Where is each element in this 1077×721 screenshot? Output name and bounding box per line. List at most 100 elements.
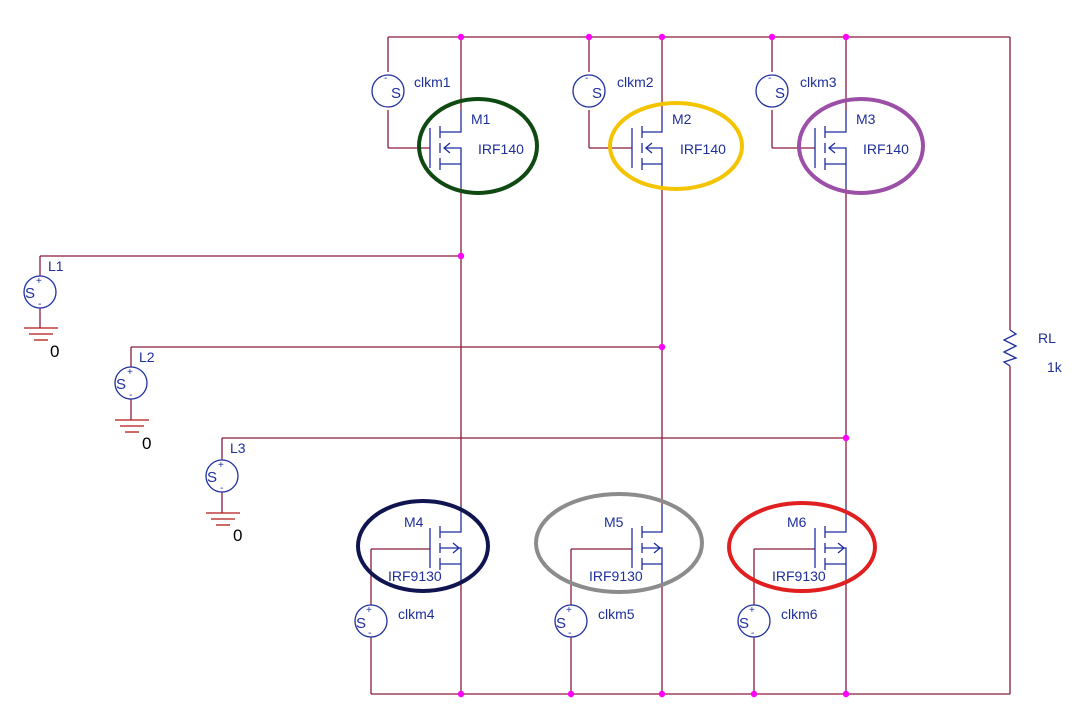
node-top-a xyxy=(457,33,465,41)
ground-l2 xyxy=(115,419,149,433)
clkm1-glyph: S xyxy=(391,85,401,102)
m2-arrow-icon xyxy=(644,142,653,154)
clkm3-minus: - xyxy=(768,73,771,84)
source-l1: + S - xyxy=(23,275,57,310)
ground-l1 xyxy=(24,327,58,341)
clkm5-glyph: S xyxy=(556,615,566,632)
m5-arrow-icon xyxy=(653,542,662,554)
clkm3-glyph: S xyxy=(775,85,785,102)
ground-l3 xyxy=(206,512,240,526)
m5-body-lead xyxy=(642,547,663,564)
m3-name: M3 xyxy=(856,111,876,127)
l3-minus: - xyxy=(220,483,223,494)
node-top-clkm3 xyxy=(768,33,776,41)
m5-drain-lead xyxy=(642,505,663,533)
source-clkm6: + S - xyxy=(737,604,771,639)
clkm1-source-icon xyxy=(371,74,405,108)
m6-model: IRF9130 xyxy=(772,568,826,584)
ring-m2 xyxy=(608,101,744,191)
l3-plus: + xyxy=(218,460,224,471)
m6-body-lead xyxy=(825,547,847,564)
m2-body-lead xyxy=(646,147,663,164)
l3-glyph: S xyxy=(207,469,217,486)
clkm4-glyph: S xyxy=(356,615,366,632)
m3-arrow-icon xyxy=(827,142,836,154)
l3-label: L3 xyxy=(230,440,246,456)
source-clkm5: + S - xyxy=(554,604,588,639)
m3-body-lead xyxy=(829,147,847,164)
m4-source-lead xyxy=(440,563,462,585)
m4-body-lead xyxy=(440,547,462,564)
l2-label: L2 xyxy=(139,349,155,365)
l2-plus: + xyxy=(127,367,133,378)
clkm5-label: clkm5 xyxy=(598,606,635,622)
m5-model: IRF9130 xyxy=(589,568,643,584)
clkm2-source-icon xyxy=(572,74,606,108)
wires xyxy=(39,36,1011,695)
transistor-m3 xyxy=(814,110,847,188)
ground-l3-label: 0 xyxy=(233,526,242,545)
transistor-m4 xyxy=(429,505,462,585)
node-phase-b xyxy=(658,343,666,351)
m1-body-lead xyxy=(444,147,462,164)
l1-glyph: S xyxy=(25,285,35,302)
clkm4-source-icon xyxy=(354,604,388,638)
clkm6-minus: - xyxy=(751,628,754,639)
ring-m3 xyxy=(797,97,925,195)
node-top-b xyxy=(658,33,666,41)
clkm4-minus: - xyxy=(368,628,371,639)
source-clkm2: - S xyxy=(572,73,606,108)
clkm1-minus: - xyxy=(384,73,387,84)
node-phase-c xyxy=(842,434,850,442)
l2-glyph: S xyxy=(116,376,126,393)
ground-l2-label: 0 xyxy=(142,434,151,453)
m3-model: IRF140 xyxy=(863,141,909,157)
m5-source-lead xyxy=(642,563,663,585)
m2-name: M2 xyxy=(672,111,692,127)
clkm2-label: clkm2 xyxy=(617,74,654,90)
m1-model: IRF140 xyxy=(478,141,524,157)
clkm4-label: clkm4 xyxy=(398,606,435,622)
labels: clkm1 clkm2 clkm3 clkm4 clkm5 clkm6 M1 I… xyxy=(48,74,1063,622)
l1-label: L1 xyxy=(48,258,64,274)
node-bottom-b xyxy=(658,690,666,698)
node-top-c xyxy=(842,33,850,41)
ring-m4 xyxy=(356,499,490,593)
node-bottom-c xyxy=(842,690,850,698)
m1-drain-lead xyxy=(440,110,462,133)
source-l2: + S - xyxy=(114,366,148,401)
ground-l1-label: 0 xyxy=(50,342,59,361)
ring-m6 xyxy=(727,501,877,593)
clkm6-label: clkm6 xyxy=(781,606,818,622)
source-l3: + S - xyxy=(205,459,239,494)
l2-source-icon xyxy=(114,366,148,400)
m4-name: M4 xyxy=(404,514,424,530)
transistor-m2 xyxy=(631,110,663,188)
l2-minus: - xyxy=(129,390,132,401)
clkm1-label: clkm1 xyxy=(414,74,451,90)
rl-resistor-icon xyxy=(1002,329,1018,367)
m1-name: M1 xyxy=(471,111,491,127)
ring-m5 xyxy=(534,492,704,594)
source-clkm3: - S xyxy=(755,73,789,108)
transistor-m5 xyxy=(631,505,663,585)
clkm5-source-icon xyxy=(554,604,588,638)
m3-drain-lead xyxy=(825,110,847,133)
m2-drain-lead xyxy=(642,110,663,133)
highlight-rings xyxy=(356,97,925,594)
rl-value: 1k xyxy=(1047,359,1063,375)
l1-source-icon xyxy=(23,275,57,309)
ring-m1 xyxy=(417,97,539,195)
l1-plus: + xyxy=(36,276,42,287)
node-bottom-a xyxy=(457,690,465,698)
clkm6-glyph: S xyxy=(739,615,749,632)
node-phase-a xyxy=(457,252,465,260)
clkm5-plus: + xyxy=(566,605,572,616)
m2-model: IRF140 xyxy=(680,141,726,157)
clkm3-source-icon xyxy=(755,74,789,108)
node-bottom-clkm5 xyxy=(567,690,575,698)
node-top-clkm2 xyxy=(585,33,593,41)
node-bottom-clkm6 xyxy=(750,690,758,698)
m1-arrow-icon xyxy=(442,142,451,154)
